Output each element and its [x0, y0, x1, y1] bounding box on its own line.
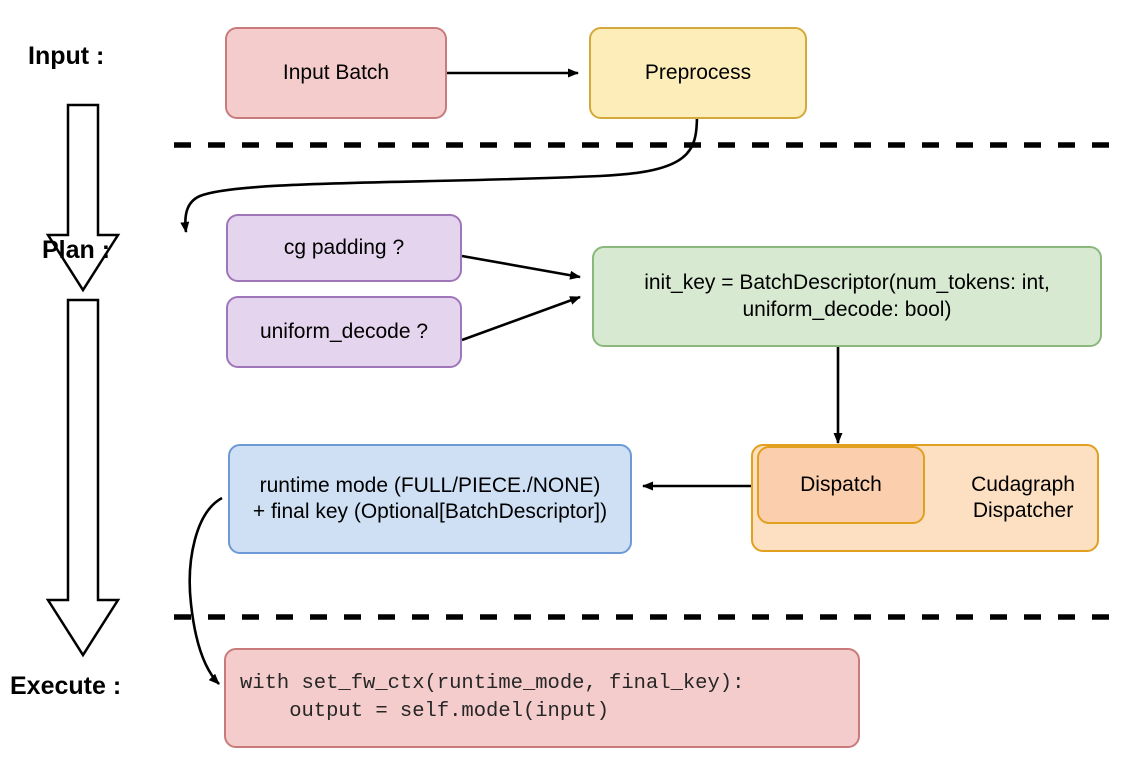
node-init-key[interactable]: init_key = BatchDescriptor(num_tokens: i… [592, 246, 1102, 347]
node-execute-code[interactable]: with set_fw_ctx(runtime_mode, final_key)… [224, 648, 860, 748]
stage-label-execute: Execute : [10, 672, 122, 700]
stage-label-plan: Plan : [42, 236, 111, 264]
node-input-batch[interactable]: Input Batch [225, 27, 447, 119]
node-dispatch[interactable]: Dispatch [757, 446, 925, 524]
node-cg-padding[interactable]: cg padding ? [226, 214, 462, 282]
node-runtime-mode[interactable]: runtime mode (FULL/PIECE./NONE) + final … [228, 444, 632, 554]
stage-label-input: Input : [28, 42, 105, 70]
plan-to-execute-arrow [45, 298, 121, 658]
node-preprocess[interactable]: Preprocess [589, 27, 807, 119]
node-uniform-decode[interactable]: uniform_decode ? [226, 296, 462, 368]
edge-runtime-mode-to-execute-code [188, 496, 223, 685]
edge-uniform-decode-to-init-key [461, 295, 581, 342]
edge-cg-padding-to-init-key [461, 254, 581, 280]
